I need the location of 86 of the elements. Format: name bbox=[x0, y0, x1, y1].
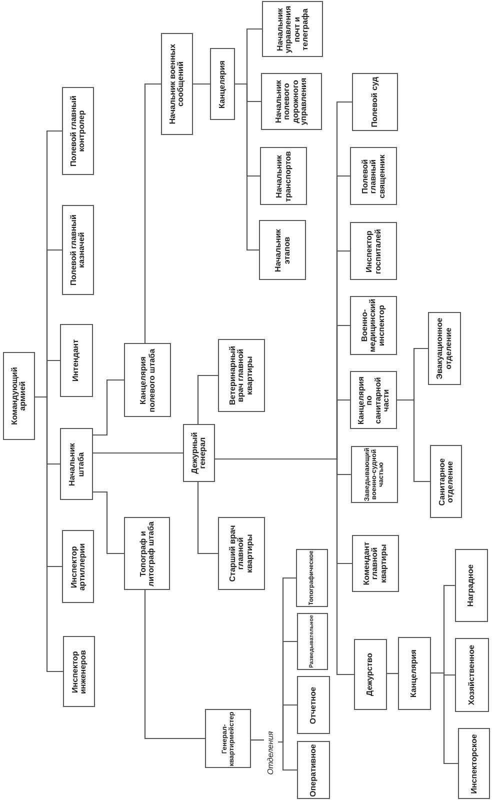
org-box bbox=[297, 741, 330, 799]
org-box bbox=[458, 728, 490, 799]
org-box bbox=[352, 73, 398, 131]
org-box bbox=[62, 87, 94, 175]
org-box bbox=[161, 33, 193, 135]
org-box bbox=[63, 636, 95, 707]
box-label: Хозяйственное bbox=[466, 644, 477, 708]
box-label: Полевой главный священник bbox=[358, 153, 388, 200]
connector-line bbox=[93, 379, 124, 436]
box-label: Начальник транспортов bbox=[273, 150, 294, 203]
box-label: Инспекторское bbox=[468, 732, 480, 796]
org-box bbox=[455, 549, 488, 622]
org-box bbox=[296, 549, 328, 607]
box-label: Полевой главный контролер bbox=[68, 94, 87, 168]
box-label: Инспектор артиллерии bbox=[68, 542, 88, 592]
org-box bbox=[430, 445, 462, 518]
connector-line bbox=[197, 482, 218, 554]
box-label: Оперативное bbox=[307, 743, 318, 797]
box-label: Наградное bbox=[465, 563, 476, 609]
org-box bbox=[350, 296, 397, 355]
box-label: Канцелярия полевого штаба bbox=[137, 347, 156, 414]
branch-label: Отделения bbox=[266, 730, 276, 776]
org-box bbox=[455, 638, 489, 712]
connector-line bbox=[144, 590, 205, 740]
box-label: Эвакуационное отделение bbox=[434, 316, 454, 382]
org-box bbox=[62, 205, 94, 295]
org-box bbox=[60, 324, 93, 397]
org-box bbox=[62, 530, 94, 603]
org-box bbox=[350, 147, 397, 205]
org-box bbox=[297, 613, 328, 670]
org-box bbox=[124, 343, 171, 417]
box-label: Интендант bbox=[70, 338, 82, 384]
org-box bbox=[351, 446, 398, 503]
org-box bbox=[183, 424, 215, 482]
org-box bbox=[350, 371, 397, 429]
org-box bbox=[261, 73, 322, 130]
org-box bbox=[3, 352, 35, 440]
org-box bbox=[352, 535, 399, 592]
org-box bbox=[205, 709, 251, 768]
org-box bbox=[297, 676, 330, 734]
box-label: Дежурный генерал bbox=[188, 431, 208, 476]
connector-line bbox=[215, 458, 354, 676]
box-label: Канцелярия bbox=[408, 648, 420, 700]
org-box bbox=[350, 222, 397, 280]
org-box bbox=[60, 428, 93, 500]
box-label: Военно-медицинский инспектор bbox=[358, 298, 387, 353]
connector-line bbox=[387, 672, 398, 674]
org-box bbox=[218, 517, 265, 590]
connector-line bbox=[144, 83, 161, 343]
org-box bbox=[124, 517, 170, 590]
box-label: Ветеринарный врач главной квартиры bbox=[226, 344, 255, 408]
org-box bbox=[260, 147, 307, 205]
box-label: Старший врач главной квартиры bbox=[226, 524, 255, 584]
connector-line bbox=[235, 83, 259, 251]
box-label: Санитарное отделение bbox=[436, 456, 456, 508]
connector-line bbox=[93, 452, 183, 454]
org-box bbox=[354, 639, 387, 710]
org-box bbox=[398, 637, 431, 710]
org-box bbox=[210, 48, 235, 120]
org-box bbox=[259, 220, 306, 280]
org-box bbox=[262, 1, 323, 57]
connector-line bbox=[197, 374, 218, 424]
box-label: Отчетное bbox=[307, 685, 318, 726]
org-box bbox=[428, 312, 461, 385]
org-box bbox=[218, 339, 265, 412]
box-label: Канцелярия bbox=[216, 59, 228, 110]
box-label: Начальник управления почт и телеграфа bbox=[274, 4, 310, 55]
connector-line bbox=[93, 491, 124, 554]
box-label: Топограф и литограф штаба bbox=[136, 520, 156, 588]
connector-line bbox=[251, 739, 264, 741]
connector-line bbox=[397, 399, 430, 482]
box-label: Полевой суд bbox=[368, 76, 380, 129]
box-label: Командующий армией bbox=[8, 366, 28, 427]
connector-line bbox=[35, 396, 63, 672]
box-label: Начальник штаба bbox=[66, 442, 86, 488]
box-label: Инспектор инженеров bbox=[68, 648, 88, 696]
box-label: Начальник этапов bbox=[272, 228, 292, 274]
box-label: Дежурство bbox=[364, 652, 376, 698]
box-label: Инспектор госпиталей bbox=[363, 228, 382, 276]
box-label: Канцелярия по санитарной части bbox=[354, 375, 391, 426]
connector-line bbox=[278, 741, 297, 771]
box-label: Начальник военных сообщений bbox=[166, 42, 186, 126]
box-label: Комендант главной квартиры bbox=[360, 540, 389, 588]
box-label: Начальник полевого дорожного управления bbox=[272, 76, 309, 128]
box-label: Полевой главный казначей bbox=[68, 214, 87, 288]
connector-line bbox=[193, 83, 210, 85]
